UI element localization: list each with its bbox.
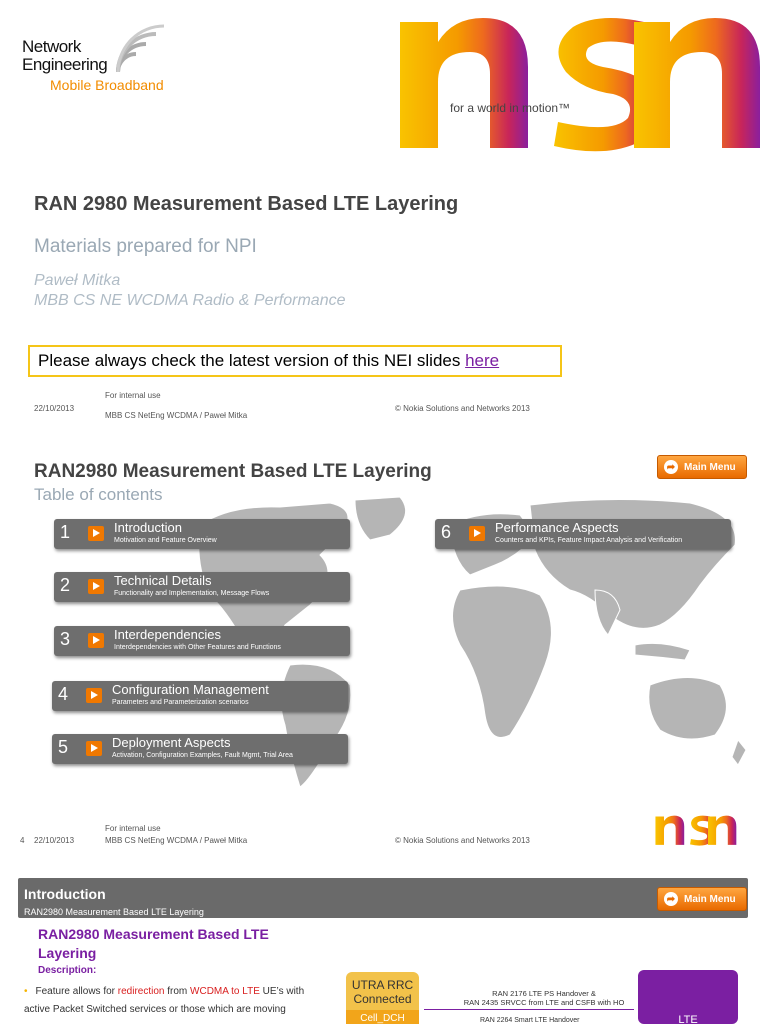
description-label: Description: [38, 965, 97, 976]
handover-line-2: RAN 2435 SRVCC from LTE and CSFB with HO [463, 998, 625, 1007]
toc-desc: Activation, Configuration Examples, Faul… [112, 752, 293, 759]
bullet-highlight-redirection: redirection [117, 986, 165, 997]
toc-number: 3 [60, 629, 71, 649]
footer-dept: MBB CS NetEng WCDMA / Paweł Mitka [105, 411, 248, 420]
intro-subtitle: RAN2980 Measurement Based LTE Layering [24, 907, 204, 917]
main-menu-button[interactable]: ➦ Main Menu [657, 887, 747, 911]
toc-number: 5 [58, 737, 69, 757]
toc-desc: Motivation and Feature Overview [114, 537, 217, 544]
nsn-logo-small [655, 815, 737, 846]
logo-line-1: Network [22, 37, 81, 56]
slide3-heading: RAN2980 Measurement Based LTE Layering [38, 926, 269, 961]
notice-text: Please always check the latest version o… [38, 351, 466, 370]
tagline: for a world in motion™ [450, 101, 571, 115]
cell-dch-state: Cell_DCH [346, 1010, 419, 1024]
toc-title: Performance Aspects [495, 520, 619, 535]
description-bullet: • Feature allows for redirection from WCD… [24, 983, 329, 1019]
handover-line-1: RAN 2176 LTE PS Handover & [492, 989, 596, 998]
toc-title: Configuration Management [112, 682, 269, 697]
logo-line-2: Engineering [22, 55, 108, 74]
toc-number: 1 [60, 522, 71, 542]
toc-item-configuration-management[interactable]: 4 Configuration Management Parameters an… [52, 681, 348, 711]
slide2-title: RAN2980 Measurement Based LTE Layering [34, 461, 432, 482]
return-arrow-icon: ➦ [664, 892, 678, 906]
footer-date: 22/10/2013 [34, 404, 75, 413]
handover-arrow [424, 1009, 634, 1010]
play-icon [88, 526, 104, 541]
footer-internal: For internal use [105, 824, 161, 833]
toc-title: Deployment Aspects [112, 735, 231, 750]
bullet-text-c: UE’s with active Packet Switched service… [24, 986, 305, 1015]
author-dept: MBB CS NE WCDMA Radio & Performance [34, 292, 346, 309]
toc-item-introduction[interactable]: 1 Introduction Motivation and Feature Ov… [54, 519, 350, 549]
utra-label-1: UTRA RRC [351, 978, 414, 992]
intro-title: Introduction [24, 886, 106, 902]
nsn-logo [400, 18, 760, 152]
footer-dept: MBB CS NetEng WCDMA / Paweł Mitka [105, 836, 248, 845]
cell-dch-label: Cell_DCH [360, 1013, 405, 1024]
here-link[interactable]: here [465, 351, 500, 370]
toc-title: Introduction [114, 520, 182, 535]
toc-title: Interdependencies [114, 627, 221, 642]
toc-desc: Functionality and Implementation, Messag… [114, 590, 270, 597]
toc-item-performance-aspects[interactable]: 6 Performance Aspects Counters and KPIs,… [435, 519, 731, 549]
signal-waves-icon [116, 24, 165, 73]
toc-item-technical-details[interactable]: 2 Technical Details Functionality and Im… [54, 572, 350, 602]
network-engineering-logo: Network Engineering [22, 37, 108, 74]
play-icon [469, 526, 485, 541]
footer-copyright: © Nokia Solutions and Networks 2013 [395, 404, 530, 413]
handover-label: RAN 2176 LTE PS Handover & RAN 2435 SRVC… [444, 989, 644, 1007]
toc-number: 2 [60, 575, 71, 595]
return-arrow-icon: ➦ [664, 460, 678, 474]
bullet-icon: • [24, 986, 28, 997]
main-menu-label: Main Menu [684, 893, 736, 905]
main-menu-label: Main Menu [684, 461, 736, 473]
bullet-text-a: Feature allows for [35, 986, 118, 997]
toc-desc: Parameters and Parameterization scenario… [112, 699, 249, 706]
play-icon [88, 579, 104, 594]
slide2-subtitle: Table of contents [34, 485, 163, 504]
toc-desc: Interdependencies with Other Features an… [114, 644, 281, 651]
handover-line-3: RAN 2264 Smart LTE Handover [480, 1017, 580, 1024]
lte-label: LTE [678, 1014, 698, 1026]
slide1-title: RAN 2980 Measurement Based LTE Layering [34, 193, 459, 215]
lte-box: LTE [638, 970, 738, 1026]
footer-internal: For internal use [105, 391, 161, 400]
toc-item-interdependencies[interactable]: 3 Interdependencies Interdependencies wi… [54, 626, 350, 656]
intro-header-bar: Introduction RAN2980 Measurement Based L… [18, 878, 748, 918]
play-icon [86, 741, 102, 756]
toc-title: Technical Details [114, 573, 212, 588]
play-icon [88, 633, 104, 648]
slide1-subtitle: Materials prepared for NPI [34, 236, 257, 257]
utra-label-2: Connected [353, 992, 412, 1006]
toc-item-deployment-aspects[interactable]: 5 Deployment Aspects Activation, Configu… [52, 734, 348, 764]
toc-number: 4 [58, 684, 69, 704]
footer-page-number: 4 [20, 836, 25, 845]
logo-subtitle: Mobile Broadband [50, 77, 164, 93]
toc-desc: Counters and KPIs, Feature Impact Analys… [495, 537, 683, 544]
author-block: Paweł Mitka MBB CS NE WCDMA Radio & Perf… [34, 271, 345, 311]
footer-copyright: © Nokia Solutions and Networks 2013 [395, 836, 530, 845]
footer-date: 22/10/2013 [34, 836, 75, 845]
main-menu-button[interactable]: ➦ Main Menu [657, 455, 747, 479]
bullet-highlight-wcdma-lte: WCDMA to LTE [190, 986, 260, 997]
play-icon [86, 688, 102, 703]
author-name: Paweł Mitka [34, 272, 121, 289]
version-notice: Please always check the latest version o… [28, 345, 562, 377]
bullet-text-b: from [164, 986, 191, 997]
toc-number: 6 [441, 522, 452, 542]
